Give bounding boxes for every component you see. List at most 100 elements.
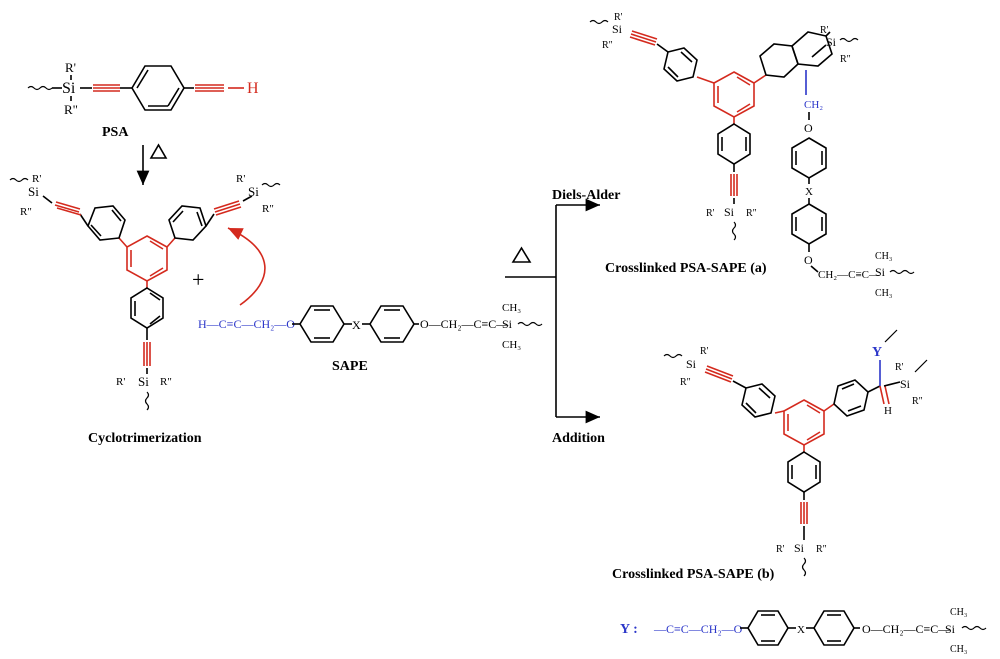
psa-terminal-h: H (247, 80, 259, 97)
ur-polymer-chain (261, 182, 281, 188)
y-si-atom: Si (945, 622, 956, 636)
psa-si-atom: Si (62, 80, 76, 97)
pa-ring-sape-top (791, 137, 827, 179)
pb-r1-3: R' (776, 544, 785, 555)
pa-chain-ul (589, 19, 609, 25)
sape-ring-right (369, 305, 415, 343)
psa-r1-label: R' (65, 60, 76, 75)
sape-ch3-top: CH₃ (502, 302, 521, 314)
bottom-polymer-chain (144, 391, 150, 411)
product-a-structure: Si R' R" Si R' R" (589, 12, 915, 299)
pa-si-atom: Si (612, 22, 623, 36)
pb-bottom-alkyne (800, 502, 808, 524)
y-chain-left: —C≡C—CH₂—O (653, 622, 743, 636)
pb-central-ring (783, 399, 825, 446)
bottom-si-atom: Si (138, 374, 149, 389)
pb-ring-right (833, 379, 869, 417)
pb-alkyne-left (704, 365, 734, 383)
pb-y-atom: Y (872, 345, 882, 360)
sape-x-label: X (352, 318, 361, 332)
pa-chain-bottom (731, 221, 737, 241)
ur-r1-label: R' (236, 173, 245, 185)
pa-ring-sape-bottom (791, 203, 827, 245)
upper-left-phenyl (79, 205, 128, 248)
pb-r2: R" (680, 377, 691, 388)
psa-monomer: Si R' R" H PSA (27, 60, 259, 140)
pa-r1-2: R' (820, 25, 829, 36)
ur-si-atom: Si (248, 184, 259, 199)
attack-arrow (227, 227, 266, 306)
pa-si-atom-3: Si (875, 265, 886, 279)
psa-alkyne-left (93, 84, 120, 92)
pb-r1: R' (700, 346, 709, 357)
sape-monomer: H—C≡C—CH₂—O X O—CH₂—C≡C— Si CH₃ CH₃ SAPE (198, 302, 543, 374)
branch-arrow: Diels-Alder Addition (505, 188, 620, 446)
product-a-label: Crosslinked PSA-SAPE (a) (605, 261, 767, 276)
sape-propargyl-right: O—CH₂—C≡C— (420, 317, 509, 331)
pa-r1-4: R' (706, 208, 715, 219)
product-b-label: Crosslinked PSA-SAPE (b) (612, 567, 775, 582)
upper-left-alkyne (54, 201, 82, 216)
cyclotrimerization-label: Cyclotrimerization (88, 431, 202, 446)
pb-h-atom: H (884, 405, 892, 417)
y-x-label: X (797, 624, 805, 636)
y-label: Y : (620, 622, 638, 637)
pa-si-atom-4: Si (724, 205, 735, 219)
diels-alder-label: Diels-Alder (552, 188, 620, 203)
bottom-r1-label: R' (116, 376, 125, 388)
pa-bottom-alkyne (730, 174, 738, 196)
bottom-phenyl (130, 281, 164, 329)
pb-r2-2: R" (912, 396, 923, 407)
ul-si-atom: Si (28, 184, 39, 199)
sape-polymer-chain (517, 321, 543, 327)
pb-r1-2: R' (895, 362, 904, 373)
pb-chain-y (884, 329, 898, 343)
heat-triangle-icon-2 (511, 246, 532, 263)
ur-r2-label: R" (262, 203, 274, 215)
psa-alkyne-right (195, 84, 224, 92)
psa-r2-label: R" (64, 102, 78, 117)
pa-ch3-bottom: CH₃ (875, 288, 892, 299)
pb-si-atom-3: Si (794, 541, 805, 555)
pb-ring-left (741, 383, 776, 418)
sape-label: SAPE (332, 359, 368, 374)
pa-r1: R' (614, 12, 623, 23)
pa-x-label: X (805, 186, 813, 198)
pb-si-atom: Si (686, 357, 697, 371)
addition-label: Addition (552, 431, 605, 446)
pa-chain-right (889, 269, 915, 275)
pb-chain-ur (914, 359, 928, 373)
cyclotrimer-structure: Si R' R" Si R' R" (9, 173, 281, 411)
upper-right-phenyl (166, 205, 215, 248)
sape-ring-left (299, 305, 345, 343)
central-benzene-ring (126, 235, 168, 282)
ul-polymer-chain (9, 177, 29, 183)
heat-arrow-down (136, 143, 168, 185)
pa-ch2: CH₂ (804, 99, 823, 111)
pb-bottom-phenyl (787, 451, 821, 493)
pb-chain-bottom (801, 557, 807, 577)
pb-chain-ul (663, 353, 683, 359)
psa-label: PSA (102, 125, 129, 140)
polymer-chain-wavy (27, 85, 53, 91)
pa-naphthalene (759, 31, 833, 78)
pa-r2-2: R" (840, 54, 851, 65)
y-polymer-chain (961, 625, 987, 631)
pa-alkyne-left (629, 30, 658, 46)
sape-propargyl-left: H—C≡C—CH₂—O (198, 317, 295, 331)
bottom-alkyne (143, 342, 151, 366)
sape-si-atom: Si (502, 317, 513, 331)
y-definition: Y : —C≡C—CH₂—O X O—CH₂—C≡C— Si CH₃ CH₃ (620, 607, 987, 655)
y-ring-right (813, 610, 855, 646)
ul-r2-label: R" (20, 206, 32, 218)
pa-si-atom-2: Si (826, 35, 837, 49)
pa-r2-4: R" (746, 208, 757, 219)
pa-bottom-phenyl (717, 123, 751, 165)
bottom-r2-label: R" (160, 376, 172, 388)
product-b-structure: Si R' R" Y H (663, 329, 928, 577)
sape-ch3-bottom: CH₃ (502, 339, 521, 351)
pb-r2-3: R" (816, 544, 827, 555)
pb-si-atom-2: Si (900, 377, 911, 391)
pa-ch3-top: CH₃ (875, 251, 892, 262)
